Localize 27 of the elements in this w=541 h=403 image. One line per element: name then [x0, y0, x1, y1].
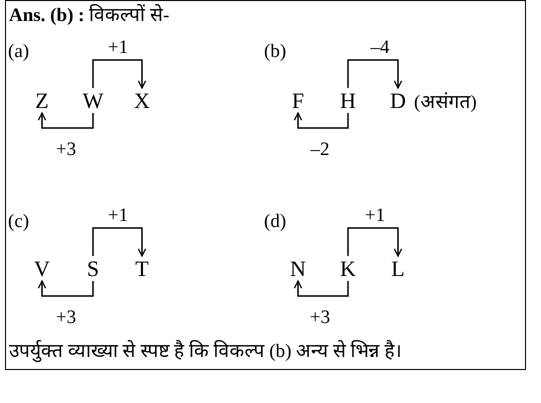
bracket-arrow: [347, 227, 402, 257]
bracket-arrow: [38, 280, 94, 297]
note: (असंगत): [414, 93, 477, 112]
explanation-text: उपर्युक्त व्याख्या से स्पष्ट है कि विकल्प (b) अन्य से भिन्न है।: [9, 342, 402, 361]
letter: D: [390, 90, 406, 112]
letter: W: [82, 90, 104, 112]
option-label: (c): [8, 212, 30, 231]
answer-heading: Ans. (b) : विकल्पों से-: [9, 6, 170, 25]
letter: Z: [35, 90, 49, 112]
option-label: (d): [264, 212, 286, 231]
letter: N: [290, 258, 306, 280]
bracket-arrow: [294, 280, 349, 297]
bracket-arrow: [92, 227, 146, 257]
option-label: (a): [8, 42, 30, 61]
bracket-arrow: [347, 59, 402, 89]
letter: K: [340, 258, 356, 280]
letter: H: [340, 90, 356, 112]
letter: F: [292, 90, 304, 112]
letter: L: [391, 258, 405, 280]
letter: X: [134, 90, 150, 112]
bracket-arrow: [38, 112, 94, 129]
letter: S: [86, 258, 100, 280]
letter: T: [135, 258, 149, 280]
letter: V: [34, 258, 50, 280]
bracket-arrow: [294, 112, 349, 129]
bracket-arrow: [92, 59, 146, 89]
option-label: (b): [264, 42, 286, 61]
